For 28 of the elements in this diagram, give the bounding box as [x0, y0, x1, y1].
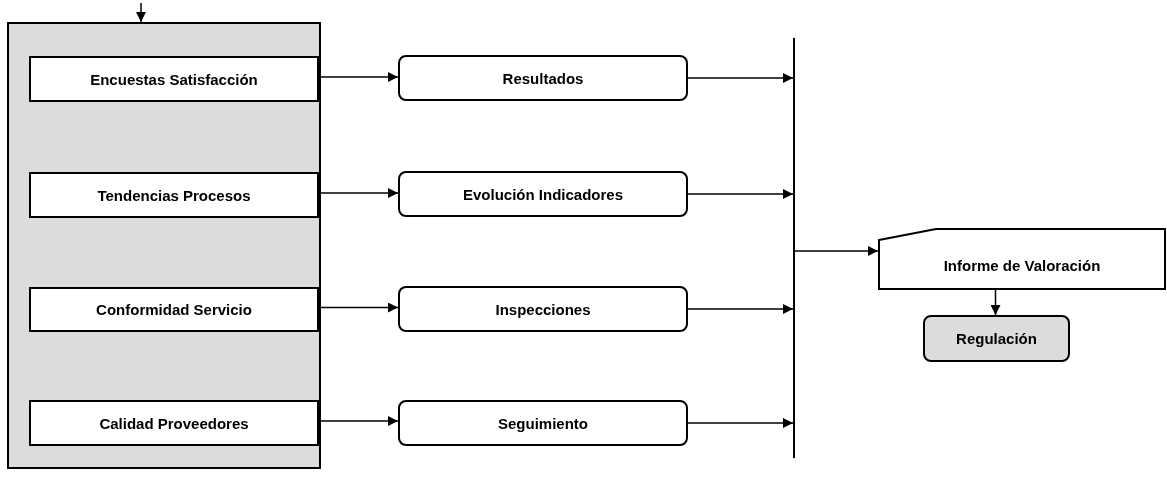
box-label: Informe de Valoración [943, 256, 1101, 274]
arrow [687, 304, 794, 314]
box-label: Resultados [502, 69, 584, 87]
process-box [398, 400, 688, 446]
box-label: Calidad Proveedores [99, 414, 249, 432]
process-box [29, 287, 319, 332]
process-box [29, 400, 319, 446]
arrow [687, 73, 794, 83]
group-panel [7, 22, 321, 469]
box-label: Seguimiento [498, 414, 588, 432]
box-label: Regulación [956, 330, 1037, 347]
process-box [29, 56, 319, 102]
process-box [398, 171, 688, 217]
arrow [794, 246, 879, 256]
process-box [398, 286, 688, 332]
document-box [878, 228, 1166, 290]
box-label: Encuestas Satisfacción [90, 70, 258, 88]
box-label: Conformidad Servicio [96, 301, 252, 318]
arrow [136, 2, 146, 23]
box-label: Tendencias Procesos [97, 186, 251, 204]
arrow [687, 189, 794, 199]
box-label: Inspecciones [495, 300, 591, 318]
process-box [398, 55, 688, 101]
process-box [29, 172, 319, 218]
arrow [990, 289, 1001, 316]
process-box [923, 315, 1070, 362]
box-label: Evolución Indicadores [462, 185, 623, 203]
arrow [687, 418, 794, 428]
